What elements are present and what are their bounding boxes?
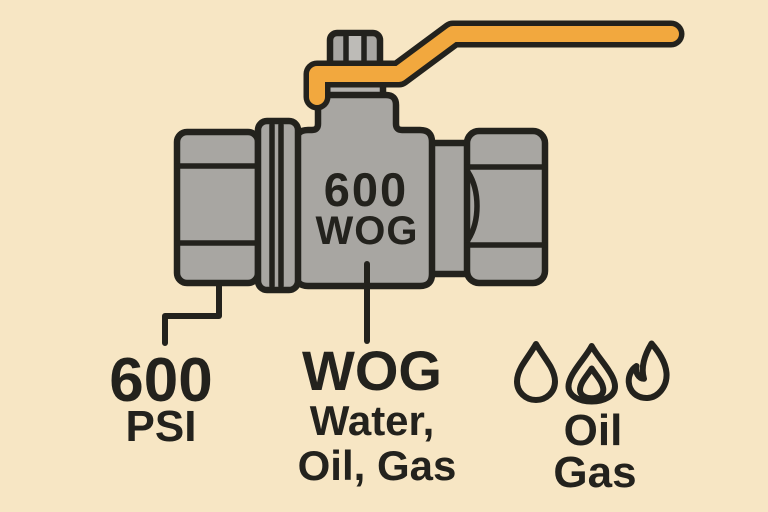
wog-media-line1: Water, [310, 397, 434, 444]
valve-body [292, 91, 436, 290]
media-label-line2: Gas [553, 448, 636, 497]
pressure-value-label: 600 [109, 346, 212, 415]
leader-line-pressure [162, 282, 222, 346]
pressure-unit-label: PSI [126, 402, 197, 451]
water-drop-icon [514, 341, 558, 403]
valve-marking-line1: 600 [324, 163, 408, 216]
left-end-cap [173, 128, 262, 287]
gas-flame-icon [625, 340, 670, 401]
right-end-cap [463, 127, 549, 287]
wog-abbr-label: WOG [302, 339, 442, 402]
body-collar [254, 117, 302, 294]
media-label-line1: Oil [564, 406, 623, 455]
wog-media-line2: Oil, Gas [298, 442, 457, 489]
oil-flame-icon [565, 343, 618, 405]
valve-marking-line2: WOG [316, 209, 419, 253]
valve-handle [303, 20, 685, 111]
